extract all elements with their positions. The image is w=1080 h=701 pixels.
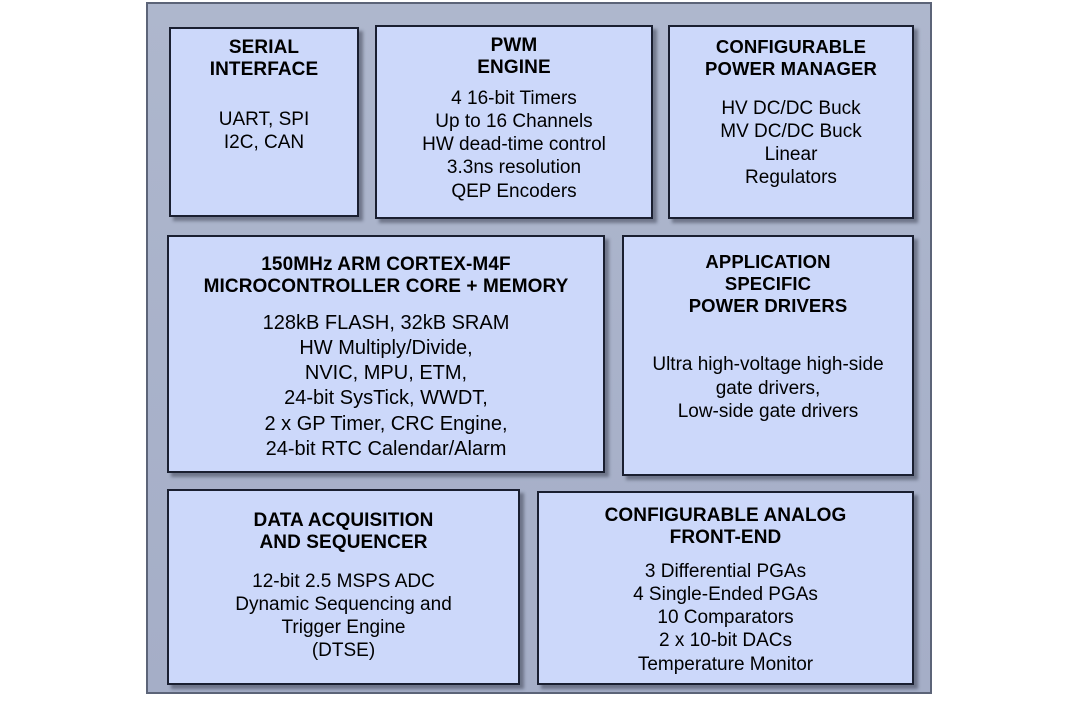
block-title: APPLICATION SPECIFIC POWER DRIVERS xyxy=(688,251,848,316)
block-microcontroller-core[interactable]: 150MHz ARM CORTEX-M4F MICROCONTROLLER CO… xyxy=(167,235,605,473)
block-body: UART, SPI I2C, CAN xyxy=(218,108,310,153)
block-title: CONFIGURABLE POWER MANAGER xyxy=(705,36,877,79)
block-application-specific-power-drivers[interactable]: APPLICATION SPECIFIC POWER DRIVERS Ultra… xyxy=(622,235,914,476)
block-title: 150MHz ARM CORTEX-M4F MICROCONTROLLER CO… xyxy=(203,254,569,298)
block-body: 3 Differential PGAs 4 Single-Ended PGAs … xyxy=(633,560,818,675)
block-body: Ultra high-voltage high-side gate driver… xyxy=(652,354,884,422)
block-title: SERIAL INTERFACE xyxy=(209,37,319,81)
chip-outline-container: SERIAL INTERFACE UART, SPI I2C, CAN PWM … xyxy=(146,2,932,694)
block-data-acquisition-and-sequencer[interactable]: DATA ACQUISITION AND SEQUENCER 12-bit 2.… xyxy=(167,489,520,685)
block-title: DATA ACQUISITION AND SEQUENCER xyxy=(253,510,434,554)
block-body: 12-bit 2.5 MSPS ADC Dynamic Sequencing a… xyxy=(235,570,452,662)
block-body: 4 16-bit Timers Up to 16 Channels HW dea… xyxy=(422,87,606,202)
block-serial-interface[interactable]: SERIAL INTERFACE UART, SPI I2C, CAN xyxy=(169,27,359,217)
block-title: PWM ENGINE xyxy=(477,35,551,79)
block-title: CONFIGURABLE ANALOG FRONT-END xyxy=(604,505,847,549)
block-configurable-analog-front-end[interactable]: CONFIGURABLE ANALOG FRONT-END 3 Differen… xyxy=(537,491,914,685)
block-pwm-engine[interactable]: PWM ENGINE 4 16-bit Timers Up to 16 Chan… xyxy=(375,25,653,219)
block-body: 128kB FLASH, 32kB SRAM HW Multiply/Divid… xyxy=(262,311,510,460)
block-configurable-power-manager[interactable]: CONFIGURABLE POWER MANAGER HV DC/DC Buck… xyxy=(668,25,914,219)
block-body: HV DC/DC Buck MV DC/DC Buck Linear Regul… xyxy=(720,97,862,189)
